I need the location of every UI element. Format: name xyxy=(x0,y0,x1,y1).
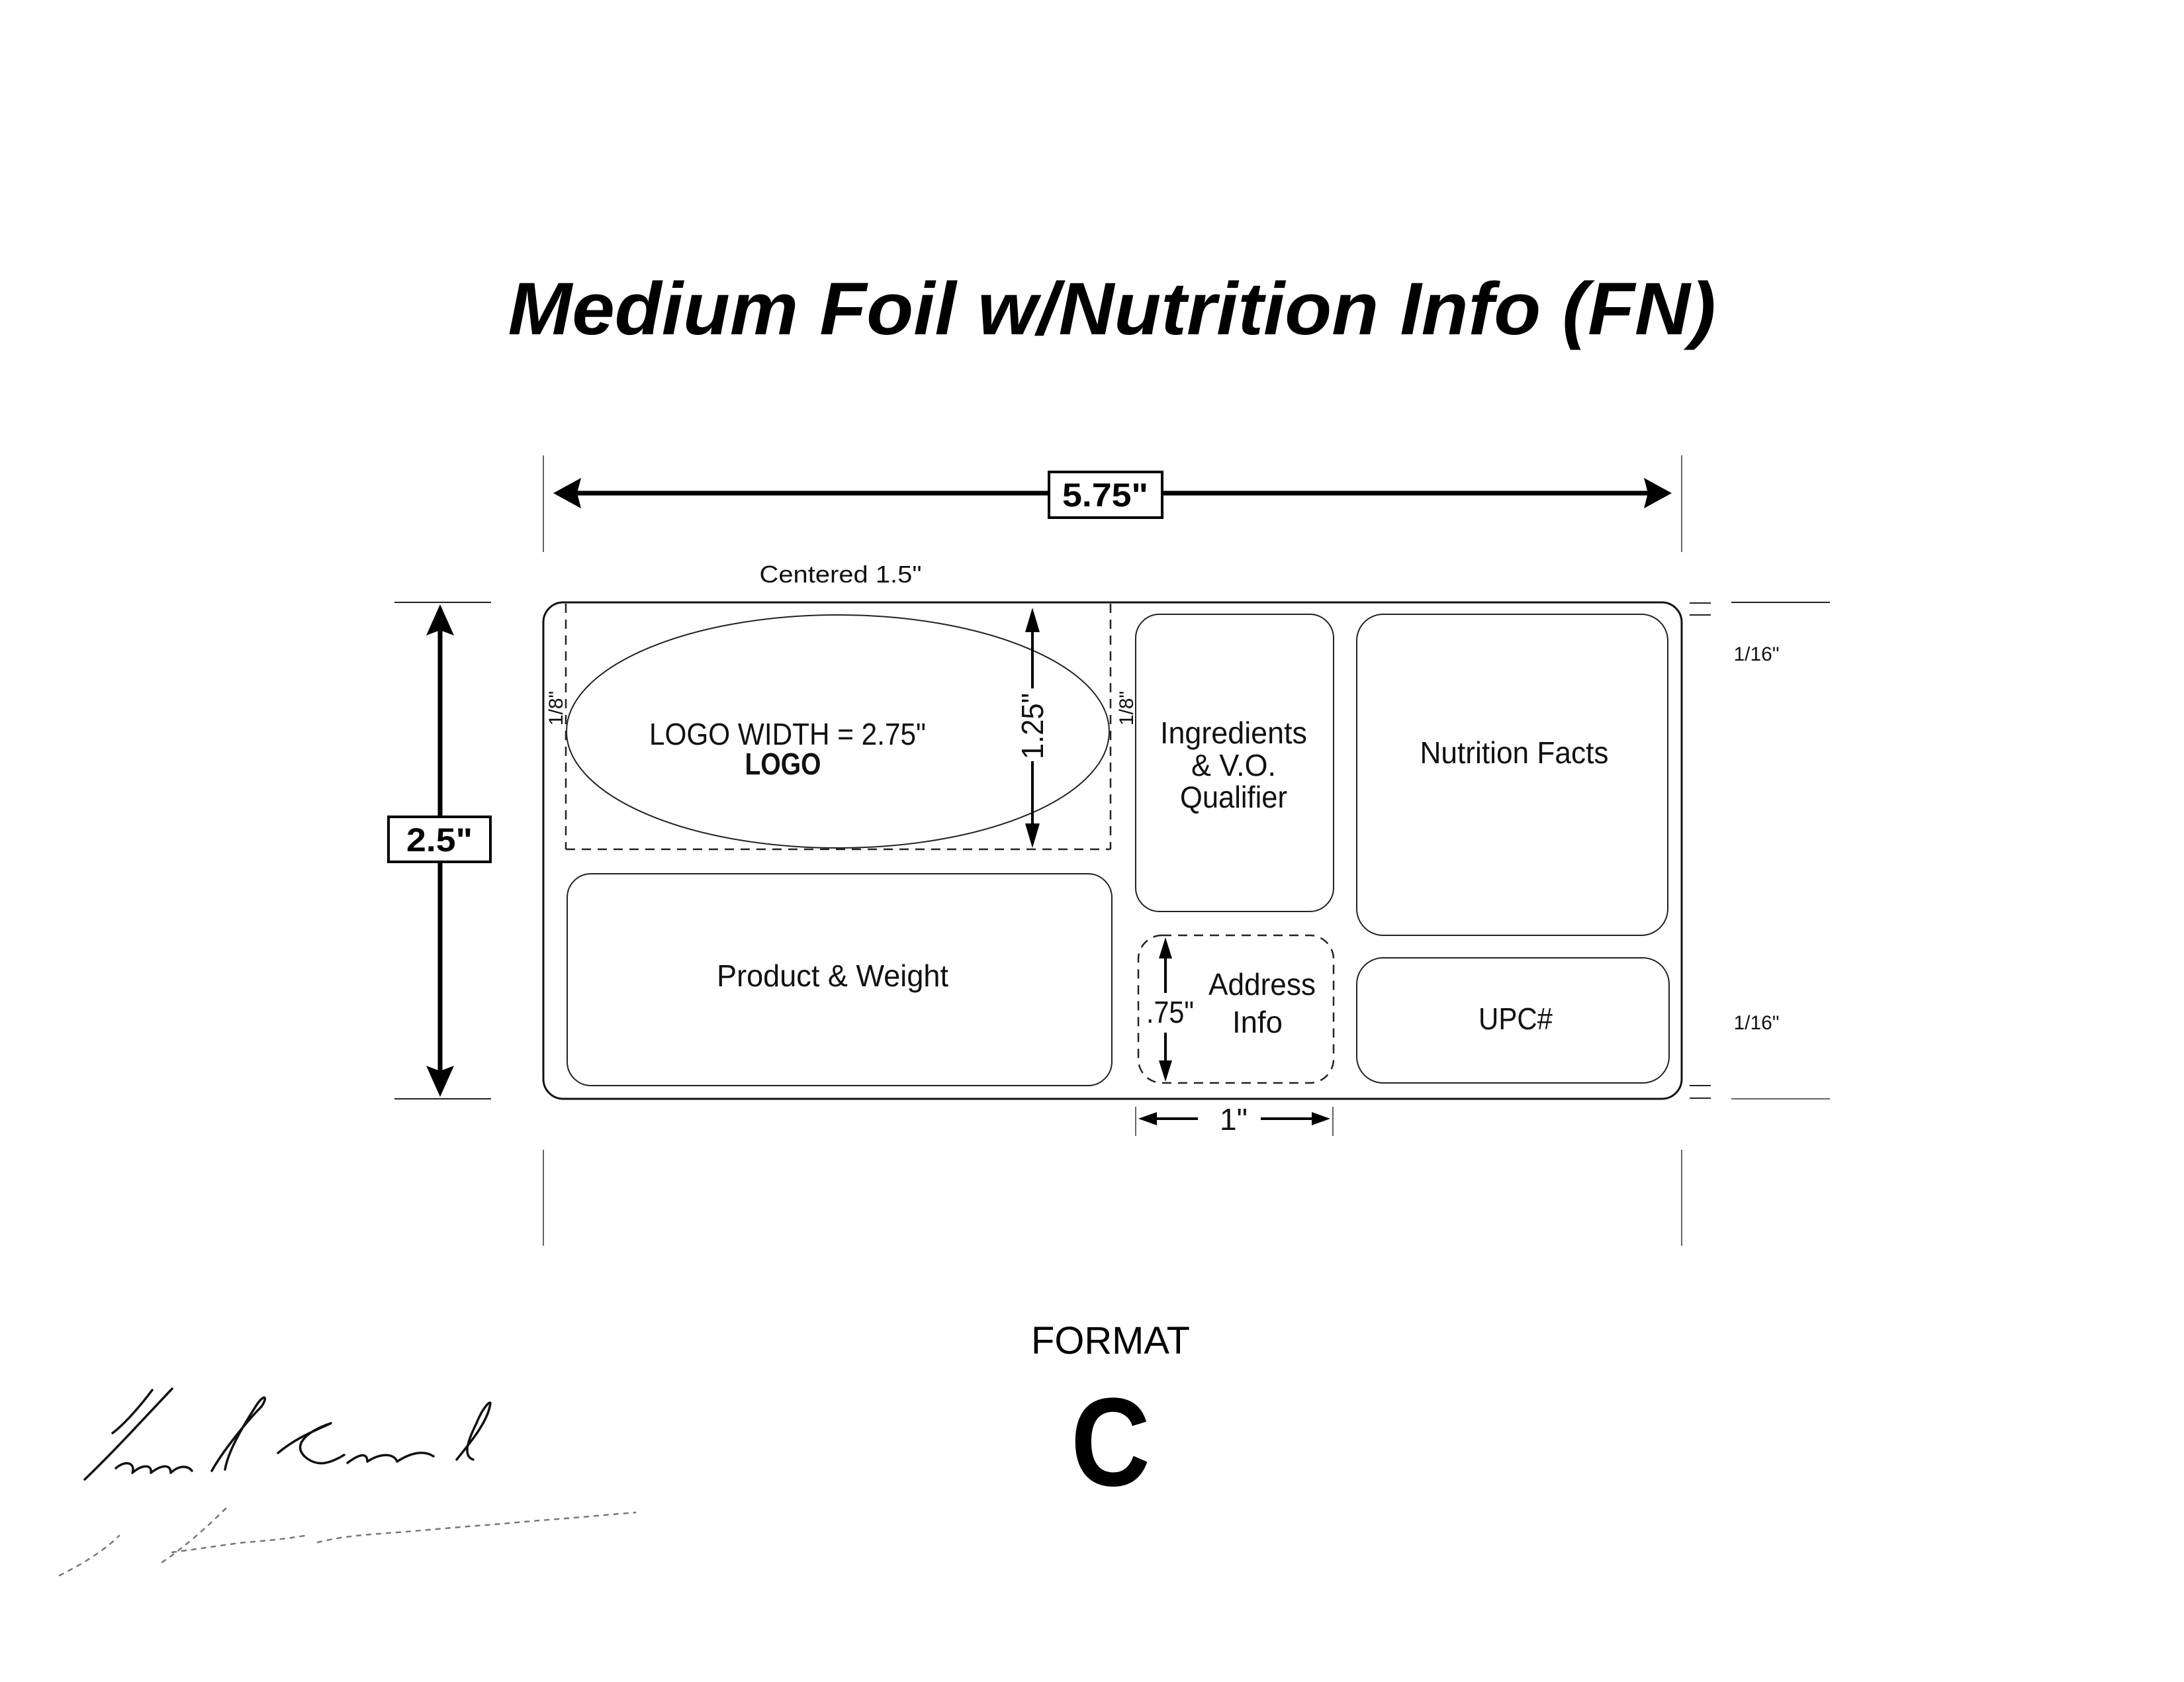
address-info-box xyxy=(1137,934,1335,1084)
overall-height-label: 2.5" xyxy=(406,821,473,859)
format-letter: C xyxy=(1071,1372,1150,1513)
ingredients-line-1: Ingredients xyxy=(1160,716,1307,750)
address-height-label: .75" xyxy=(1146,995,1194,1029)
width-dimension: 5.75" xyxy=(543,455,1682,552)
width-value-box xyxy=(1048,471,1163,519)
product-weight-box xyxy=(567,873,1113,1086)
upc-box xyxy=(1356,957,1670,1084)
arrow-right-icon xyxy=(1312,1112,1330,1125)
arrow-left-icon xyxy=(1138,1112,1157,1125)
upc-panel: UPC# xyxy=(1356,957,1670,1084)
margin-markers: 1/16" 1/16" xyxy=(1690,602,1830,1099)
logo-left-margin-label: 1/8" xyxy=(545,691,567,725)
signature-2 xyxy=(58,1505,637,1577)
top-margin-label: 1/16" xyxy=(1733,643,1779,665)
arrow-down-icon xyxy=(1159,1060,1172,1082)
logo-width-text: LOGO WIDTH = 2.75" xyxy=(649,717,926,751)
arrow-down-icon xyxy=(1025,823,1040,848)
arrow-down-icon xyxy=(426,1066,454,1097)
arrow-right-icon xyxy=(1644,478,1672,508)
product-weight-panel: Product & Weight xyxy=(567,873,1113,1086)
signature-1 xyxy=(83,1387,492,1481)
arrow-up-icon xyxy=(1159,937,1172,958)
upc-label: UPC# xyxy=(1479,1002,1553,1036)
page-title: Medium Foil w/Nutrition Info (FN) xyxy=(508,267,1716,350)
overall-width-label: 5.75" xyxy=(1062,477,1148,514)
address-info-panel: .75" Address Info xyxy=(1137,934,1335,1084)
bottom-margin-label: 1/16" xyxy=(1733,1012,1779,1034)
arrow-up-icon xyxy=(1025,608,1040,632)
address-width-label: 1" xyxy=(1220,1102,1248,1137)
nutrition-facts-label: Nutrition Facts xyxy=(1420,735,1609,770)
ingredients-box xyxy=(1135,614,1334,912)
height-value-box xyxy=(387,816,492,863)
logo-height-label: 1.25" xyxy=(1015,693,1050,759)
nutrition-facts-panel: Nutrition Facts xyxy=(1356,614,1668,936)
arrow-up-icon xyxy=(426,604,454,635)
address-width-dimension: 1" xyxy=(1135,1102,1334,1137)
ingredients-line-3: Qualifier xyxy=(1180,780,1287,814)
product-weight-label: Product & Weight xyxy=(717,958,948,993)
logo-right-margin-label: 1/8" xyxy=(1116,691,1138,725)
ingredients-line-2: & V.O. xyxy=(1191,748,1276,782)
height-dimension: 2.5" xyxy=(387,602,492,1099)
logo-text: LOGO xyxy=(745,747,821,781)
logo-area-note: Centered 1.5" xyxy=(760,561,922,588)
arrow-left-icon xyxy=(553,478,581,508)
label-outline xyxy=(542,601,1683,1100)
logo-panel: LOGO WIDTH = 2.75" LOGO 1.25" 1/8" 1/8" xyxy=(545,604,1138,851)
address-line-1: Address xyxy=(1208,967,1316,1002)
format-label: FORMAT xyxy=(1031,1319,1190,1362)
address-line-2: Info xyxy=(1232,1005,1283,1039)
logo-ellipse xyxy=(566,614,1110,849)
nutrition-facts-box xyxy=(1356,614,1668,936)
ingredients-panel: Ingredients & V.O. Qualifier xyxy=(1135,614,1334,912)
